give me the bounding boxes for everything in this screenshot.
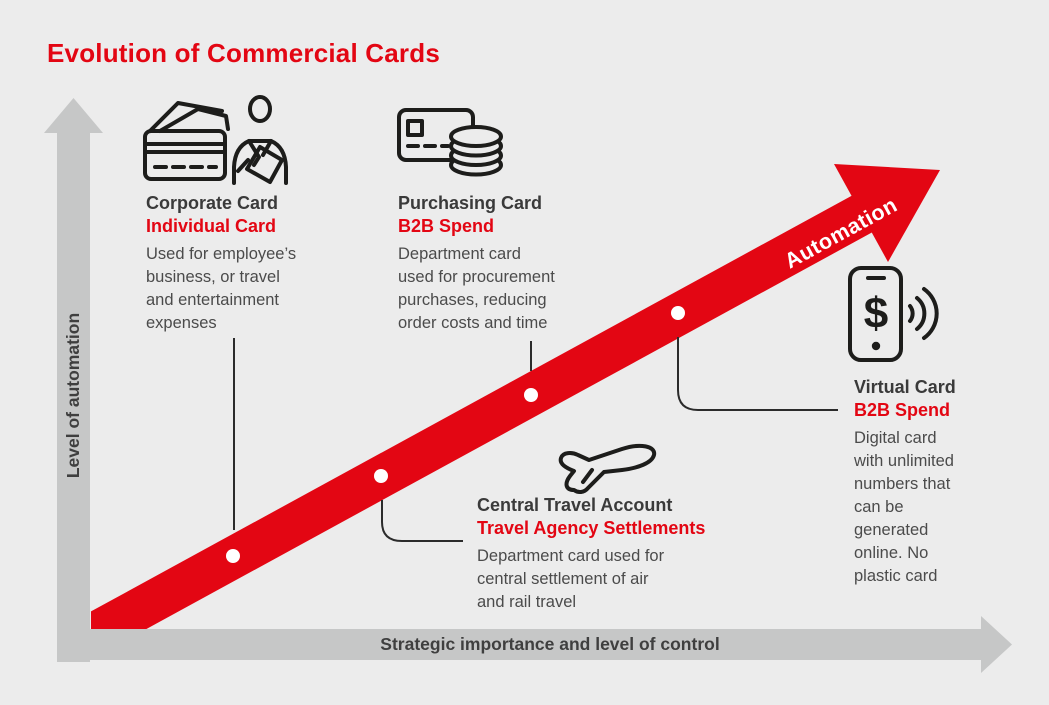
stage-description: Digital card with unlimited numbers that… [854,429,954,585]
credit-cards-person-icon [143,95,288,185]
stage-title: Corporate Card [146,193,279,213]
stage-subtitle: Individual Card [146,216,277,236]
stage-subtitle: B2B Spend [398,216,495,236]
y-axis-label: Level of automation [63,312,84,478]
airplane-icon [558,443,657,495]
page-title: Evolution of Commercial Cards [47,38,440,68]
red-arrowhead [834,164,940,262]
stage-title: Virtual Card [854,377,956,397]
x-axis-label: Strategic importance and level of contro… [380,634,720,654]
connector-virtual-card [677,337,838,411]
stage-title: Central Travel Account [477,495,673,515]
milestone-dot-purchasing-card [524,388,538,402]
stage-subtitle: Travel Agency Settlements [477,518,706,538]
stage-subtitle: B2B Spend [854,400,951,420]
y-axis-arrow [44,98,103,662]
connector-central-travel-account [381,500,463,542]
stage-description: Department card used for procurement pur… [398,245,555,332]
stage-description: Department card used for central settlem… [477,547,665,611]
smartphone-dollar-contactless-icon: $ [848,266,939,362]
stage-central-travel-account: Central Travel Account Travel Agency Set… [477,494,737,614]
stage-description: Used for employee’s business, or travel … [146,245,297,332]
stage-title: Purchasing Card [398,193,543,213]
milestone-dot-virtual-card [671,306,685,320]
stage-virtual-card: Virtual Card B2B Spend Digital card with… [854,376,1014,588]
milestone-dot-corporate-card [226,549,240,563]
x-axis-arrow [57,616,1012,673]
card-and-coins-icon [397,108,503,177]
milestone-dot-central-travel-account [374,469,388,483]
dollar-glyph: $ [864,289,888,338]
stage-corporate-card: Corporate Card Individual Card Used for … [146,192,341,335]
stage-purchasing-card: Purchasing Card B2B Spend Department car… [398,192,598,335]
